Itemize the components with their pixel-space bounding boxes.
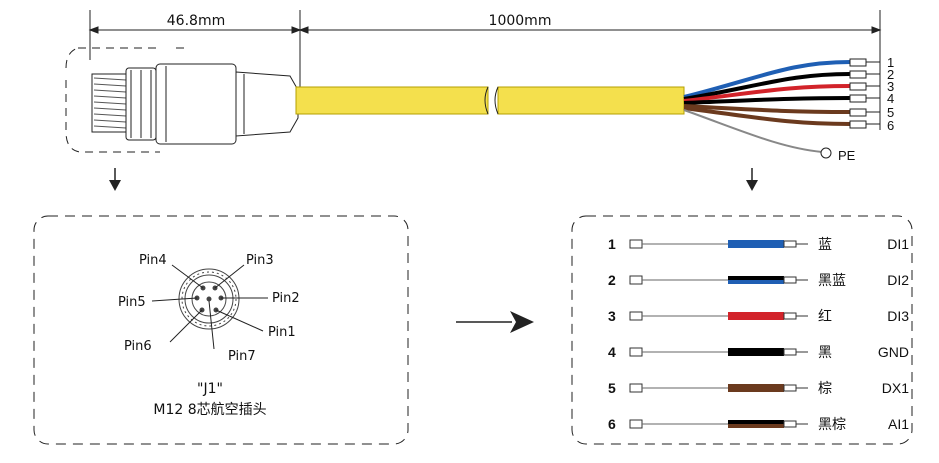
wire-signal: DI3 (887, 308, 909, 324)
pin-label: Pin4 (139, 253, 167, 268)
wire-end-number: 1 (887, 55, 894, 70)
cable-jacket (295, 86, 685, 115)
wire-terminals (820, 58, 880, 159)
pin-label: Pin3 (246, 253, 274, 268)
wire-insulation (728, 384, 784, 392)
connector-id-label: "J1" (197, 381, 223, 397)
pin-label: Pin2 (272, 291, 300, 306)
wire-end-number: 3 (887, 79, 894, 94)
dimension-lines (88, 10, 882, 130)
wire-color-name: 黑蓝 (818, 273, 846, 289)
wire-terminal (629, 419, 643, 429)
wire-ferrule (783, 384, 797, 392)
wire-terminal (629, 347, 643, 357)
wire-color-name: 黑棕 (818, 417, 846, 433)
wire-number: 6 (608, 416, 616, 432)
m12-connector-side-view (91, 63, 299, 145)
wire-end-number: 6 (887, 118, 894, 133)
wire-rows: 1 蓝 DI1 2 黑蓝 DI2 3 红 DI3 4 黑 GND 5 棕 DX1 6 黑棕 AI1 (608, 236, 909, 433)
wire-terminal (629, 275, 643, 285)
pin-label: Pin6 (124, 339, 152, 354)
wire-signal: DI1 (887, 236, 909, 252)
wire-row: 2 黑蓝 DI2 (608, 272, 909, 289)
wire-end-numbers: 1 2 3 4 5 6 (887, 55, 894, 133)
wire-color-name: 棕 (818, 381, 832, 397)
wire-terminal (629, 311, 643, 321)
wire-ferrule (783, 240, 797, 248)
wire-insulation (728, 240, 784, 248)
connector-length-label: 46.8mm (167, 13, 225, 29)
pe-label: PE (838, 148, 856, 163)
wire-row: 3 红 DI3 (608, 308, 909, 325)
wire-signal: DI2 (887, 272, 909, 288)
wire-signal: GND (878, 344, 909, 360)
wire-ferrule (783, 348, 797, 356)
pin-label: Pin7 (228, 349, 256, 364)
wire-number: 2 (608, 272, 616, 288)
wire-row: 4 黑 GND (608, 344, 909, 361)
wire-color-name: 黑 (818, 345, 832, 361)
down-arrow-icon (746, 168, 758, 191)
wire-number: 3 (608, 308, 616, 324)
wire-signal: DX1 (882, 380, 909, 396)
wire-row: 5 棕 DX1 (608, 380, 909, 397)
connector-description: M12 8芯航空插头 (153, 402, 266, 418)
wire-number: 5 (608, 380, 616, 396)
down-arrow-icon (109, 168, 121, 191)
wire-insulation (728, 312, 784, 320)
fan-out-wires (683, 60, 851, 153)
wire-end-number: 2 (887, 67, 894, 82)
wire-ferrule (783, 312, 797, 320)
wire-table-panel (571, 215, 913, 445)
wire-row: 6 黑棕 AI1 (608, 416, 909, 433)
wire-ferrule (783, 276, 797, 284)
right-arrow-icon (456, 311, 534, 333)
wire-number: 1 (608, 236, 616, 252)
wire-color-name: 红 (818, 309, 832, 325)
wire-terminal (629, 239, 643, 249)
wire-end-number: 4 (887, 91, 894, 106)
connector-pinout-panel (33, 215, 409, 445)
pin-leader-lines (151, 264, 268, 350)
wire-end-number: 5 (887, 105, 894, 120)
wire-row: 1 蓝 DI1 (608, 236, 909, 253)
wire-insulation (728, 348, 784, 356)
connector-highlight-frame (65, 47, 188, 153)
wire-ferrule (783, 420, 797, 428)
wire-insulation-stripe (728, 280, 784, 284)
pin-labels: Pin4 Pin3 Pin2 Pin5 Pin1 Pin6 Pin7 (118, 253, 300, 364)
wire-color-name: 蓝 (818, 237, 832, 253)
pin-label: Pin5 (118, 295, 146, 310)
wire-insulation-stripe (728, 424, 784, 428)
wire-number: 4 (608, 344, 616, 360)
pin-label: Pin1 (268, 325, 296, 340)
wire-signal: AI1 (888, 416, 909, 432)
cable-length-label: 1000mm (489, 13, 552, 29)
wire-insulation-stripe (728, 276, 784, 280)
wire-insulation-stripe (728, 420, 784, 424)
wire-terminal (629, 383, 643, 393)
